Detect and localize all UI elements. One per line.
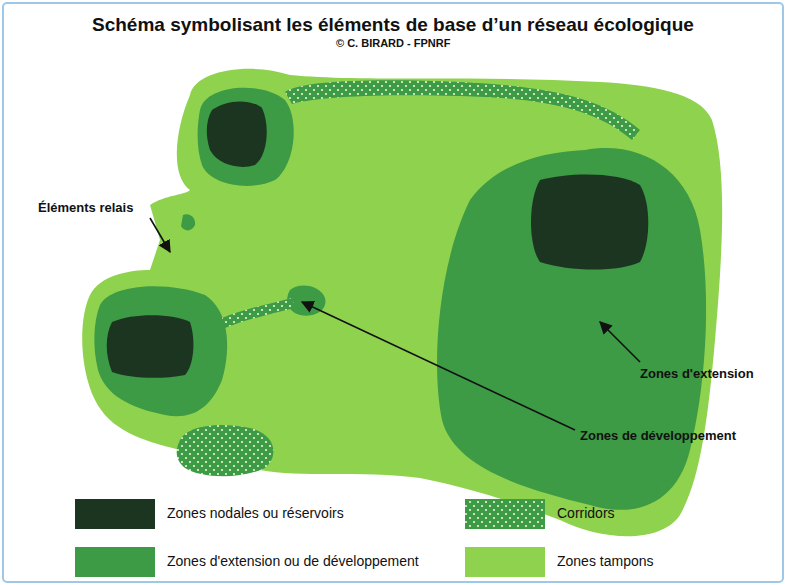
legend-swatch: [75, 547, 155, 577]
diagram-title: Schéma symbolisant les éléments de base …: [92, 14, 694, 36]
frame: [3, 3, 783, 582]
legend-text: Zones tampons: [557, 553, 654, 569]
legend-swatch: [465, 547, 545, 577]
legend-text: Zones nodales ou réservoirs: [167, 505, 344, 521]
corridors: [177, 80, 640, 476]
legend-swatch: [75, 499, 155, 529]
legend-swatch: [465, 499, 545, 529]
nodal-zones: [107, 101, 649, 377]
callout-label: Zones de développement: [580, 428, 736, 443]
copyright-note: © C. BIRARD - FPNRF: [336, 37, 450, 49]
leader-lines: [150, 218, 640, 430]
callout-label: Éléments relais: [38, 200, 133, 215]
legend-text: Corridors: [557, 505, 615, 521]
legend-text: Zones d'extension ou de développement: [167, 553, 419, 569]
callout-label: Zones d'extension: [640, 366, 754, 381]
extension-zones: [94, 88, 706, 510]
buffer-zones: [82, 69, 722, 536]
